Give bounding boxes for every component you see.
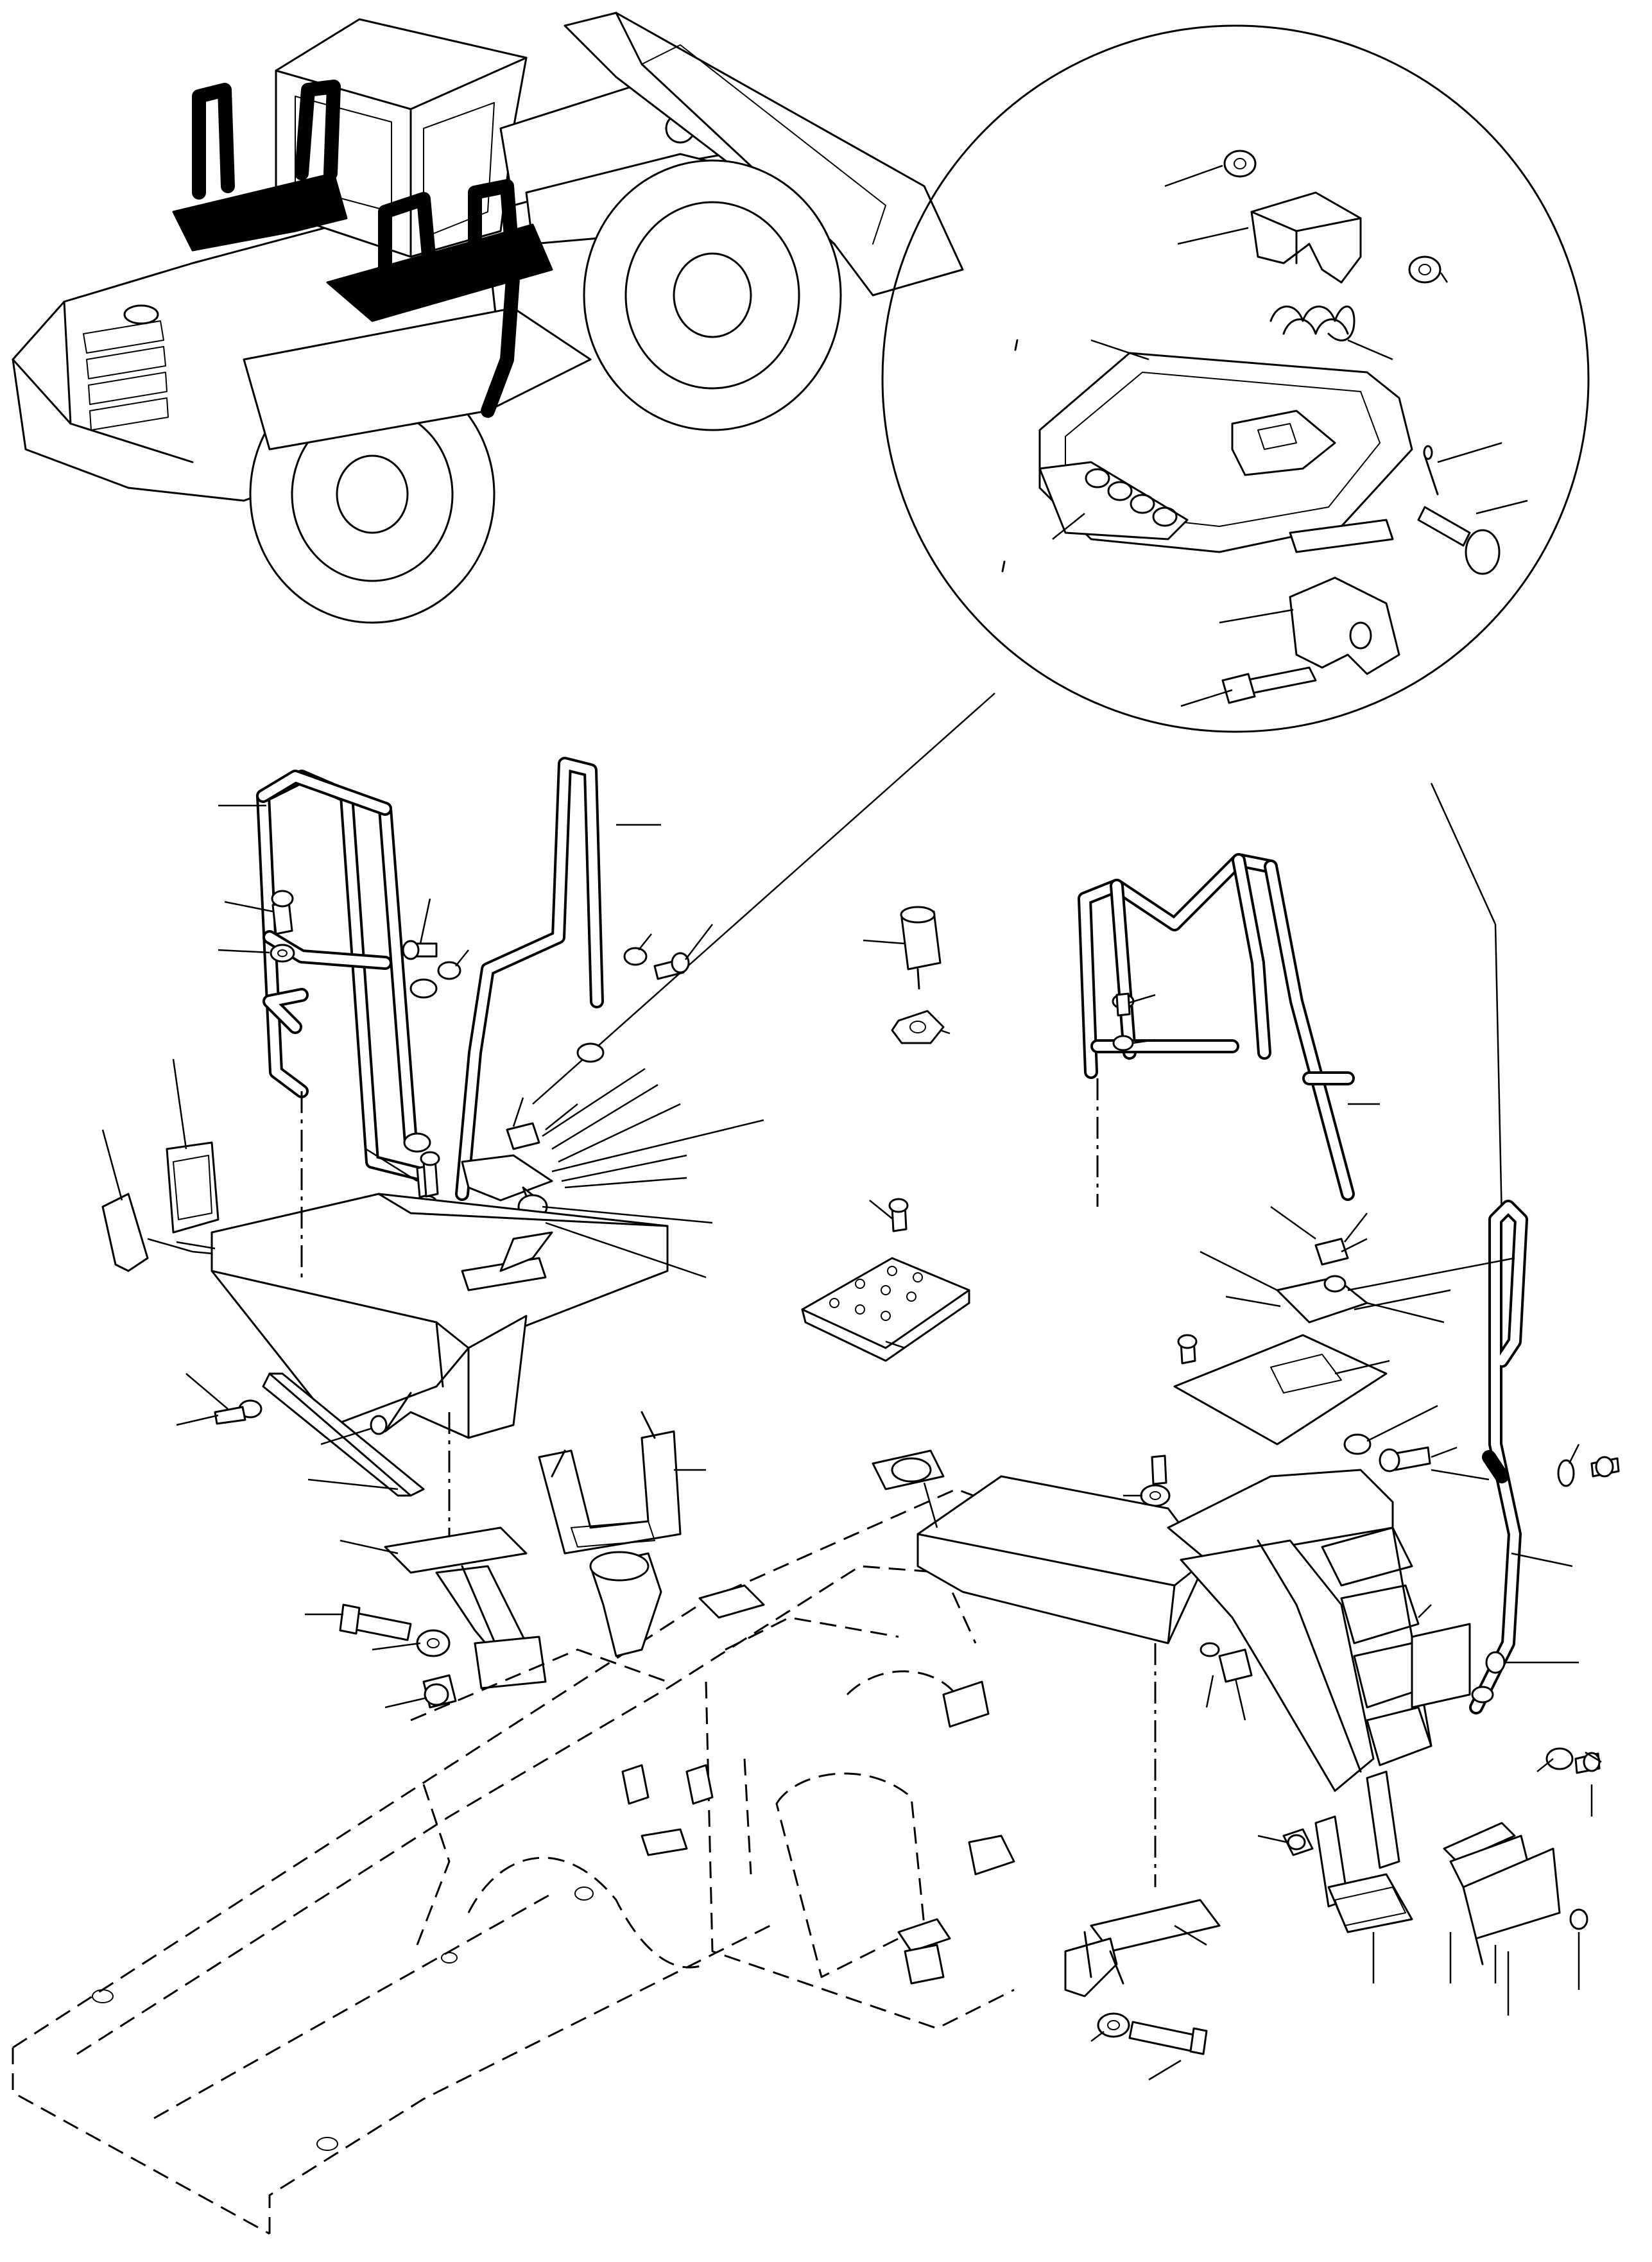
- left-handrail-assembly: [101, 757, 690, 1709]
- hinge-detail-circle: [881, 24, 1590, 733]
- tick-marks: [1001, 339, 1019, 573]
- center-small-parts: [801, 906, 970, 1362]
- detail-connector-lines: [532, 693, 1503, 1220]
- callout-leader-lines: [101, 804, 1602, 2081]
- right-handrail-assembly: [916, 853, 1620, 2055]
- chassis-frame: [12, 1449, 1015, 2235]
- wheel-loader-overview: [12, 12, 964, 624]
